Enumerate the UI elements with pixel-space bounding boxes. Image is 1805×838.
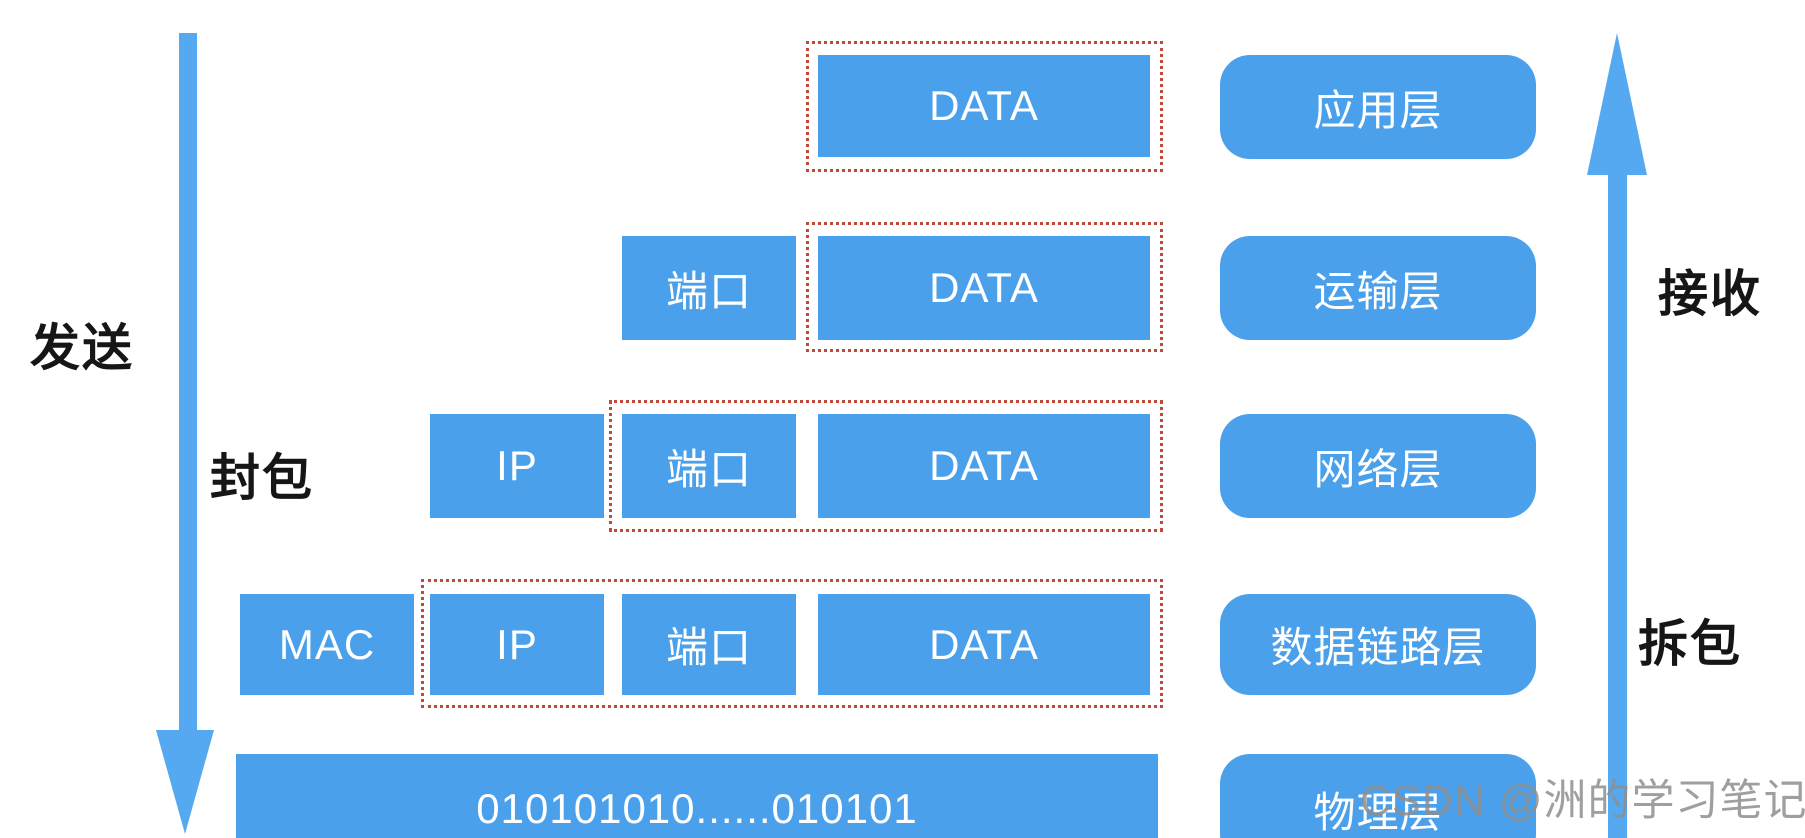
layer-pill-physical: 物理层: [1220, 754, 1536, 838]
dotted-outline-row2: [806, 222, 1163, 352]
box-data-row3: DATA: [818, 414, 1150, 518]
box-data-row1: DATA: [818, 55, 1150, 157]
box-ip-row4: IP: [430, 594, 604, 695]
dotted-outline-row3: [609, 400, 1163, 532]
receive-up-arrow-head-icon: [1587, 33, 1647, 175]
dotted-outline-row1: [806, 41, 1163, 172]
label-receive: 接收: [1658, 266, 1762, 322]
layer-pill-transport: 运输层: [1220, 236, 1536, 340]
label-decapsulate: 拆包: [1638, 616, 1742, 672]
watermark: CSDN @洲的学习笔记: [1360, 777, 1805, 825]
send-down-arrow-shaft: [179, 33, 197, 737]
layer-pill-application: 应用层: [1220, 55, 1536, 159]
receive-up-arrow-shaft: [1608, 170, 1627, 838]
box-port-row3: 端口: [622, 414, 796, 518]
box-bits-row5: 010101010......010101: [236, 754, 1158, 838]
box-mac-row4: MAC: [240, 594, 414, 695]
layer-pill-network: 网络层: [1220, 414, 1536, 518]
label-send: 发送: [30, 320, 134, 376]
box-port-row2: 端口: [622, 236, 796, 340]
box-ip-row3: IP: [430, 414, 604, 518]
dotted-outline-row4: [421, 579, 1163, 708]
send-down-arrow-head-icon: [156, 730, 214, 834]
box-data-row2: DATA: [818, 236, 1150, 340]
label-encapsulate: 封包: [210, 450, 314, 506]
box-data-row4: DATA: [818, 594, 1150, 695]
box-port-row4: 端口: [622, 594, 796, 695]
layer-pill-datalink: 数据链路层: [1220, 594, 1536, 695]
